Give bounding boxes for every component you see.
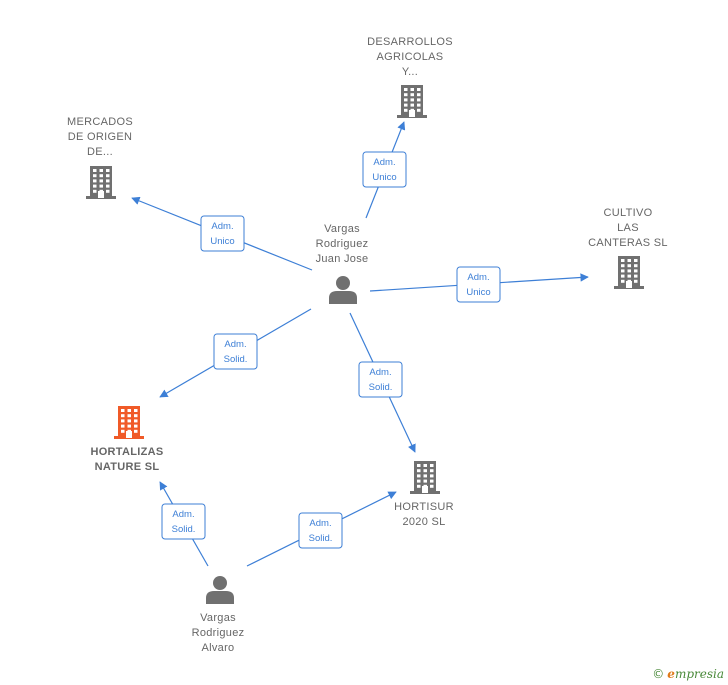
edge-role-text: Adm.: [309, 518, 331, 529]
brand-footer: ©empresia: [652, 667, 724, 681]
edge-role-box: [456, 266, 501, 303]
edge-role-text: Solid.: [309, 533, 333, 544]
node-cultivo[interactable]: CULTIVO LAS CANTERAS SL: [588, 207, 668, 289]
edge-role-box: [213, 333, 258, 370]
edge-role-box: [161, 503, 206, 540]
building-icon[interactable]: [86, 166, 116, 199]
edge-juan-mercados: Adm. Unico: [131, 196, 313, 271]
edge-alvaro-hortalizas: Adm. Solid.: [159, 481, 209, 567]
node-mercados[interactable]: MERCADOS DE ORIGEN DE...: [67, 116, 133, 199]
edge-role-text: Solid.: [172, 524, 196, 535]
edge-juan-hortisur: Adm. Solid.: [349, 312, 416, 453]
node-label[interactable]: 2020 SL: [402, 516, 445, 528]
edge-juan-cultivo: Adm. Unico: [369, 266, 589, 303]
edge-role-text: Solid.: [369, 382, 393, 393]
brand-initial: e: [667, 667, 675, 681]
node-label[interactable]: Rodriguez: [316, 238, 369, 250]
node-label[interactable]: Vargas: [200, 612, 236, 624]
copyright-symbol: ©: [652, 667, 665, 681]
node-label[interactable]: HORTISUR: [394, 501, 454, 513]
person-icon[interactable]: [329, 276, 357, 304]
edge-role-text: Adm.: [467, 272, 489, 283]
edge-role-text: Adm.: [369, 367, 391, 378]
node-label[interactable]: Rodriguez: [192, 627, 245, 639]
edge-role-badge[interactable]: Adm. Solid.: [358, 361, 403, 398]
edge-juan-desarrollos: Adm. Unico: [362, 121, 407, 219]
edge-role-box: [200, 215, 245, 252]
node-label[interactable]: CANTERAS SL: [588, 237, 668, 249]
edge-role-badge[interactable]: Adm. Unico: [362, 151, 407, 188]
edge-role-box: [358, 361, 403, 398]
building-icon[interactable]: [410, 461, 440, 494]
edges-layer: Adm.UnicoAdm.UnicoAdm.UnicoAdm.Solid.Adm…: [131, 121, 589, 567]
edge-role-badge[interactable]: Adm. Solid.: [161, 503, 206, 540]
node-desarrollos[interactable]: DESARROLLOS AGRICOLAS Y...: [367, 36, 453, 118]
node-label[interactable]: MERCADOS: [67, 116, 133, 128]
edge-juan-hortalizas: Adm. Solid.: [159, 308, 312, 398]
node-label[interactable]: DE...: [87, 146, 113, 158]
edge-role-text: Unico: [210, 236, 234, 247]
node-label[interactable]: Y...: [402, 66, 418, 78]
person-icon[interactable]: [206, 576, 234, 604]
edge-role-text: Adm.: [211, 221, 233, 232]
edge-role-text: Adm.: [172, 509, 194, 520]
node-label[interactable]: Vargas: [324, 223, 360, 235]
node-label[interactable]: DESARROLLOS: [367, 36, 453, 48]
edge-role-text: Unico: [372, 172, 396, 183]
node-hortisur[interactable]: HORTISUR 2020 SL: [394, 461, 454, 528]
edge-role-badge[interactable]: Adm. Solid.: [298, 512, 343, 549]
node-label[interactable]: HORTALIZAS: [90, 446, 163, 458]
brand-name: mpresia: [674, 667, 724, 681]
edge-role-box: [362, 151, 407, 188]
edge-role-badge[interactable]: Adm. Unico: [456, 266, 501, 303]
node-label[interactable]: DE ORIGEN: [68, 131, 132, 143]
edge-role-badge[interactable]: Adm. Unico: [200, 215, 245, 252]
building-icon[interactable]: [614, 256, 644, 289]
node-label[interactable]: Alvaro: [202, 642, 235, 654]
node-label[interactable]: CULTIVO: [604, 207, 653, 219]
node-label[interactable]: AGRICOLAS: [377, 51, 444, 63]
edge-alvaro-hortisur: Adm. Solid.: [246, 491, 397, 567]
building-icon[interactable]: [397, 85, 427, 118]
edge-role-text: Adm.: [224, 339, 246, 350]
edge-role-text: Adm.: [373, 157, 395, 168]
node-label[interactable]: LAS: [617, 222, 639, 234]
edge-role-box: [298, 512, 343, 549]
edge-role-text: Unico: [466, 287, 490, 298]
node-label[interactable]: Juan Jose: [316, 253, 369, 265]
node-hortalizas[interactable]: HORTALIZAS NATURE SL: [90, 406, 163, 473]
edge-role-text: Solid.: [224, 354, 248, 365]
edge-role-badge[interactable]: Adm. Solid.: [213, 333, 258, 370]
node-label[interactable]: NATURE SL: [95, 461, 160, 473]
building-icon[interactable]: [114, 406, 144, 439]
